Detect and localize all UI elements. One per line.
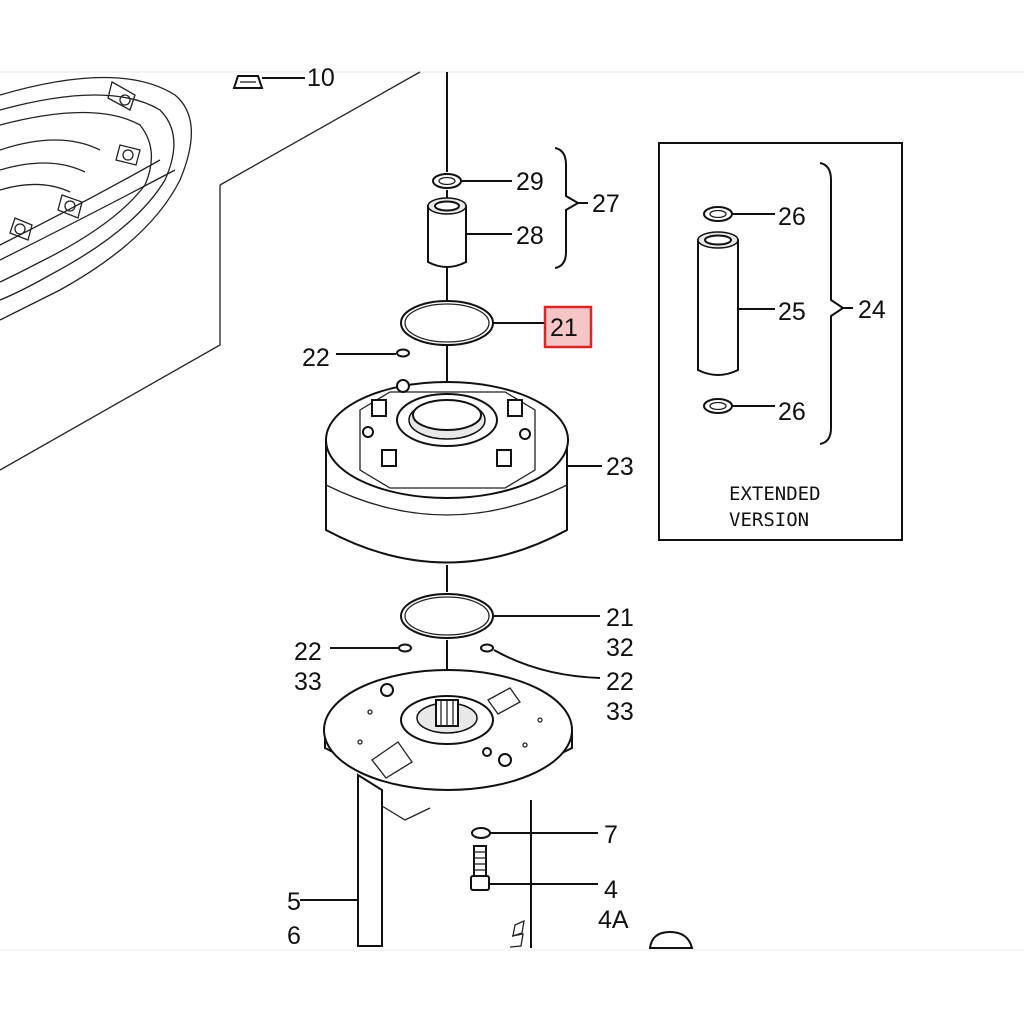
callout-5: 5 [287,888,301,916]
pin-22-right [480,643,494,653]
callout-4: 4 [604,876,618,904]
callout-7: 7 [604,821,618,849]
callout-26-top: 26 [778,203,806,231]
bearing-25 [697,231,739,376]
callout-33-left: 33 [294,668,322,696]
callout-22-left: 22 [294,638,322,666]
callout-22-right: 22 [606,668,634,696]
o-ring-21-lower [400,593,494,639]
highlight-box-21 [543,305,593,349]
callout-10: 10 [307,64,335,92]
inset-caption-line2: VERSION [729,509,809,531]
o-ring-21-upper [400,300,494,346]
callout-24: 24 [858,296,886,324]
bolt-4 [470,845,490,891]
inset-extended-version: 26 25 26 24 EXTENDED VERSION [658,142,903,541]
callout-21-lower: 21 [606,604,634,632]
seal-26-bottom [703,398,733,414]
housing-drawing [0,76,192,321]
inset-caption-line1: EXTENDED [729,483,821,505]
washer-7 [471,827,491,839]
callout-33-right: 33 [606,698,634,726]
bolt-10 [232,75,264,89]
pin-22-left [398,643,412,653]
callout-6: 6 [287,922,301,950]
callout-28: 28 [516,222,544,250]
callout-4a: 4A [598,906,629,934]
lower-fittings [509,800,694,949]
pin-22-top [396,348,410,358]
seal-29 [432,173,462,189]
seal-26-top [703,206,733,222]
callout-26-bottom: 26 [778,398,806,426]
callout-32: 32 [606,634,634,662]
callout-23: 23 [606,453,634,481]
callout-21-highlighted[interactable]: 21 [550,314,578,342]
callout-29: 29 [516,168,544,196]
bearing-28 [427,197,467,268]
base-plate [323,669,573,947]
callout-27: 27 [592,190,620,218]
body-23 [325,379,569,564]
callout-22-top: 22 [302,344,330,372]
callout-25: 25 [778,298,806,326]
